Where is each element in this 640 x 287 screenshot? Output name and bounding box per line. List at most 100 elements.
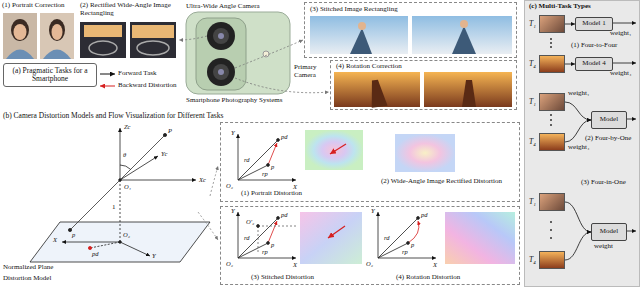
stitched-distortion-axes xyxy=(238,212,296,258)
math-symbol: O₂ xyxy=(226,182,233,189)
task-dots xyxy=(550,46,552,48)
task-dots xyxy=(550,124,552,126)
stitched-distortion-axes xyxy=(258,226,259,254)
wide-angle-photo xyxy=(130,22,176,58)
caption-label: 1 xyxy=(112,204,116,212)
rotation-distortion-axes xyxy=(407,242,410,245)
panel-heading: (4) Rotation Correction xyxy=(336,63,402,71)
distortion-model-3d xyxy=(120,242,150,256)
math-symbol: O₁ xyxy=(124,183,131,190)
legend-entry: Backward Distortion xyxy=(118,82,177,90)
legend-samples xyxy=(100,74,115,86)
caption-label: weight xyxy=(594,243,613,251)
distortion-model-3d xyxy=(30,128,210,262)
math-symbol: p xyxy=(271,163,274,170)
math-symbol: pd xyxy=(281,211,288,218)
panel-c-ground xyxy=(524,0,640,287)
stitched-distortion-axes xyxy=(267,242,270,245)
smartphone-camera xyxy=(213,64,229,80)
math-symbol: Zc xyxy=(124,123,131,130)
distortion-model-3d xyxy=(163,133,166,136)
rotation-photo xyxy=(424,72,512,107)
rotation-distortion-axes xyxy=(378,212,379,258)
box-label: Model xyxy=(600,228,618,236)
legend-text: Backward Distortion xyxy=(118,81,177,89)
rotation-photo xyxy=(334,72,420,107)
distortion-model-3d xyxy=(62,242,120,243)
stitched-distortion-axes xyxy=(238,212,239,258)
math-symbol: Y xyxy=(371,207,375,214)
smartphone-camera xyxy=(263,51,269,57)
task-dots xyxy=(550,42,552,44)
smartphone-camera xyxy=(218,69,224,75)
model-pointer xyxy=(198,166,218,240)
model-pointer xyxy=(210,166,218,196)
flow-visualization xyxy=(330,144,346,154)
legend-samples xyxy=(100,74,115,75)
panel-heading: (c) Multi-Task Types xyxy=(529,3,591,11)
distortion-model-3d xyxy=(119,179,122,182)
portrait-photo xyxy=(3,13,37,59)
distortion-model-3d xyxy=(120,165,131,169)
math-symbol: pd xyxy=(92,250,99,257)
math-symbol: Y xyxy=(231,129,235,136)
portrait-distortion-axes xyxy=(268,143,277,165)
portrait-photo xyxy=(6,50,34,60)
legend-text: Forward Task xyxy=(118,69,156,77)
math-symbol: pd xyxy=(421,211,428,218)
caption-label: weight₁ xyxy=(610,30,632,38)
model-box: Model 4 xyxy=(575,57,613,71)
distortion-model-3d xyxy=(120,156,158,180)
model-output xyxy=(626,231,636,232)
camera-pointer xyxy=(235,78,329,93)
task-dots xyxy=(550,114,552,116)
task-arrow xyxy=(565,202,591,232)
task-dots xyxy=(550,237,552,239)
portrait-distortion-axes xyxy=(238,134,296,180)
portrait-photo xyxy=(49,19,65,41)
stitched-photo xyxy=(460,20,468,28)
flow-visualization xyxy=(395,134,455,172)
distortion-model-3d xyxy=(88,246,91,249)
legend-entry: Forward Task xyxy=(118,70,156,78)
task-symbol: T₁ xyxy=(529,20,536,28)
panel-heading: (3) Stitched Image Rectangling xyxy=(310,6,398,14)
portrait-distortion-axes xyxy=(238,140,278,180)
caption-label: Distortion Model xyxy=(3,275,51,283)
distortion-model-3d xyxy=(120,128,121,180)
panel-heading: (3) Four-in-One xyxy=(581,179,626,187)
portrait-photo xyxy=(14,24,27,40)
task-arrow xyxy=(565,102,591,120)
model-box: Model xyxy=(591,223,627,241)
panel-heading: (2) Four-by-One xyxy=(585,135,631,143)
math-symbol: O₂ xyxy=(226,260,233,267)
portrait-distortion-axes xyxy=(238,180,296,181)
stitched-distortion-axes xyxy=(268,221,277,243)
task-panel: (4) Rotation Correction xyxy=(330,60,517,110)
portrait-distortion-axes xyxy=(238,165,268,180)
flow-visualization xyxy=(445,212,515,264)
task-dots xyxy=(550,38,552,40)
stitched-distortion-axes xyxy=(238,218,278,258)
smartphone-camera xyxy=(186,12,290,94)
box-label: (a) Pragmatic Tasks for a Smartphone xyxy=(7,67,93,84)
smartphone-camera xyxy=(186,12,290,94)
task-symbol: T₄ xyxy=(529,60,536,68)
panel-heading: (2) Wide-Angle Image Rectified Distortio… xyxy=(381,178,511,186)
stitched-photo xyxy=(310,16,512,54)
math-symbol: p xyxy=(411,241,414,248)
caption-label: (1) Portrait Correction xyxy=(2,2,65,10)
caption-label: Primary Camera xyxy=(294,64,328,79)
distortion-model-3d xyxy=(120,180,196,181)
math-symbol: p xyxy=(72,231,75,238)
flow-visualization xyxy=(328,226,345,238)
task-symbol: T₁ xyxy=(529,198,536,206)
stitched-photo xyxy=(350,28,372,54)
caption-label: weight₄ xyxy=(568,144,590,152)
task-image: T₄ xyxy=(539,251,565,269)
distortion-model-3d xyxy=(120,180,121,242)
distortion-panel: (1) Portrait Distortion(2) Wide-Angle Im… xyxy=(220,122,520,202)
stitched-distortion-axes xyxy=(258,226,296,227)
wide-angle-photo xyxy=(80,22,176,58)
